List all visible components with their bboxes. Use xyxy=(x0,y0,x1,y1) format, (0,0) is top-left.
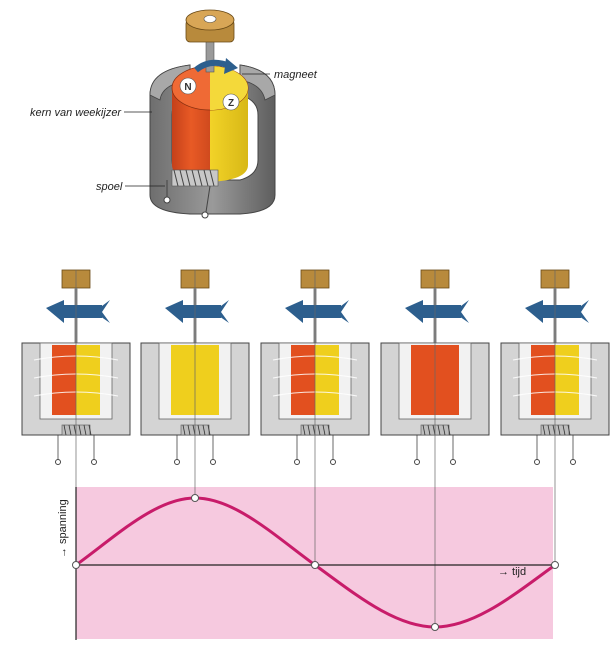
coil-wind xyxy=(307,424,311,436)
rotation-arrow xyxy=(46,300,102,323)
coil-wind xyxy=(68,424,72,436)
rotation-arrow xyxy=(165,300,221,323)
terminal xyxy=(450,459,456,465)
coil-wind xyxy=(567,424,571,436)
terminal xyxy=(210,459,216,465)
coil-wind xyxy=(83,424,87,436)
south-pole-badge xyxy=(222,93,240,111)
rotation-arrow xyxy=(525,300,581,323)
coil xyxy=(163,169,219,219)
voltage-time-graph: → spanning → tijd xyxy=(57,270,559,640)
terminal xyxy=(330,459,336,465)
coil-wind xyxy=(442,424,446,436)
terminal xyxy=(91,459,97,465)
magnet-south xyxy=(555,345,579,415)
y-axis-label: → spanning xyxy=(57,499,69,558)
coil-wind xyxy=(437,424,441,436)
magnet-north xyxy=(291,345,315,415)
coil-wind xyxy=(207,424,211,436)
coil-wind xyxy=(317,424,321,436)
rotation-arrow xyxy=(285,300,341,323)
coil-wind xyxy=(447,424,451,436)
coil-wind xyxy=(427,424,431,436)
coil-wind xyxy=(557,424,561,436)
axle-knob xyxy=(185,9,235,73)
rotating-magnet: N Z xyxy=(171,65,249,182)
coil-wind xyxy=(422,424,426,436)
label-coil: spoel xyxy=(96,181,123,193)
coil-wind xyxy=(542,424,546,436)
terminal xyxy=(174,459,180,465)
rotation-arrow xyxy=(405,300,461,323)
coil-wind xyxy=(63,424,67,436)
label-magnet: magneet xyxy=(274,69,318,81)
magnet-north xyxy=(52,345,76,415)
terminal xyxy=(570,459,576,465)
terminal xyxy=(294,459,300,465)
coil-wind xyxy=(187,424,191,436)
magnet-south xyxy=(76,345,100,415)
north-pole-badge xyxy=(179,77,197,95)
rotation-arrow-head xyxy=(333,300,349,323)
rotation-arrow-head xyxy=(453,300,469,323)
magnet-south xyxy=(315,345,339,415)
magnet-north xyxy=(531,345,555,415)
south-pole-label: Z xyxy=(228,98,234,109)
coil-wind xyxy=(202,424,206,436)
label-core: kern van weekijzer xyxy=(30,107,122,119)
coil-wind xyxy=(302,424,306,436)
rotation-arrow-head xyxy=(573,300,589,323)
terminal xyxy=(534,459,540,465)
rotation-arrow-head xyxy=(94,300,110,323)
coil-wind xyxy=(197,424,201,436)
generator-3d-illustration: N Z magneet kern van weekijzer spoe xyxy=(30,9,318,219)
coil-wind xyxy=(327,424,331,436)
coil-wind xyxy=(547,424,551,436)
coil-wind xyxy=(322,424,326,436)
coil-wind xyxy=(88,424,92,436)
rotation-sequence xyxy=(21,269,610,465)
terminal xyxy=(414,459,420,465)
rotation-arrow-head xyxy=(213,300,229,323)
time-markers xyxy=(75,270,556,627)
coil-wind xyxy=(78,424,82,436)
terminal xyxy=(55,459,61,465)
coil-wind xyxy=(562,424,566,436)
x-axis-label: → tijd xyxy=(498,566,526,578)
sample-points xyxy=(72,494,559,631)
north-pole-label: N xyxy=(184,82,191,93)
coil-wind xyxy=(182,424,186,436)
